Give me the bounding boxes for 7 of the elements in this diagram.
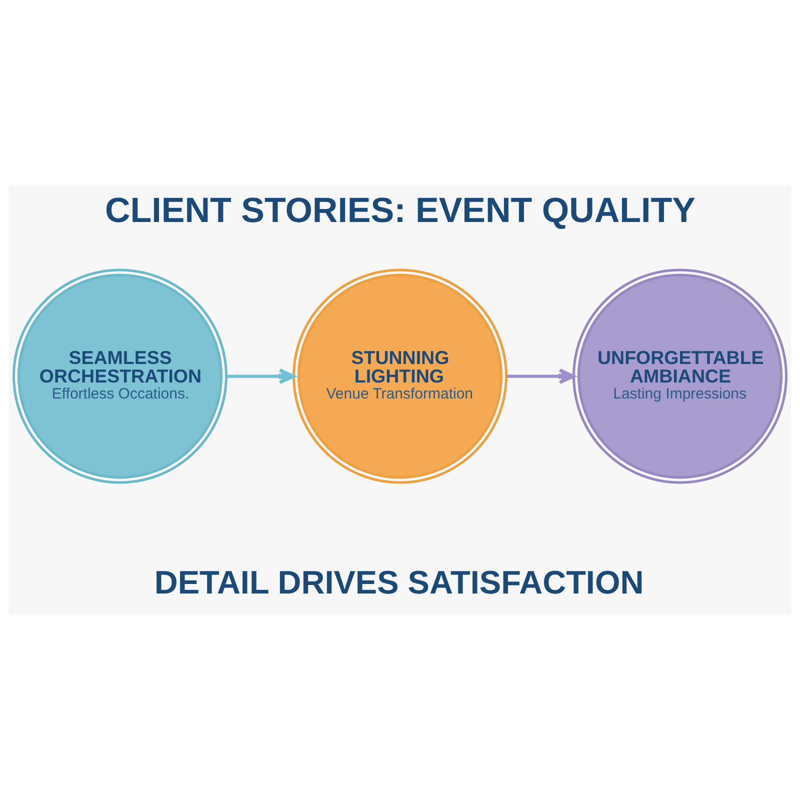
node-circle: STUNNING LIGHTING Venue Transformation	[292, 268, 508, 484]
arrow	[226, 368, 296, 384]
arrow	[506, 368, 576, 384]
node-circle: UNFORGETTABLE AMBIANCE Lasting Impressions	[572, 268, 788, 484]
caption: DETAIL DRIVES SATISFACTION	[154, 564, 644, 600]
node-circle: SEAMLESS ORCHESTRATION Effortless Occations.	[12, 268, 228, 484]
diagram-title: CLIENT STORIES: EVENT QUALITY	[105, 190, 696, 230]
